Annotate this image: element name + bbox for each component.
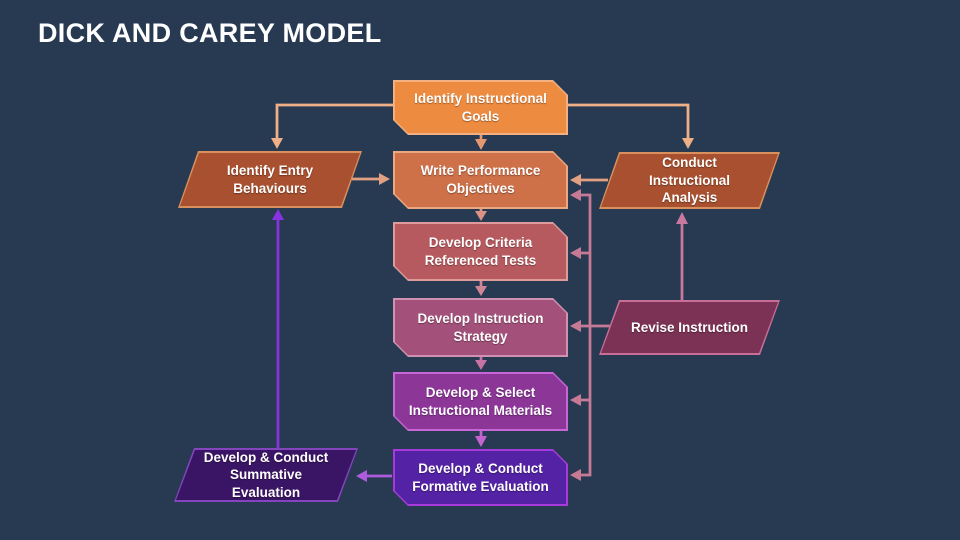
arrow-goals-to-objectives — [475, 135, 487, 150]
node-body: Identify Instructional Goals — [395, 82, 566, 133]
arrow-objectives-to-criteria — [475, 209, 487, 221]
node-develop-select-instructional-materials: Develop & Select Instructional Materials — [393, 372, 568, 431]
page-title: DICK AND CAREY MODEL — [38, 18, 382, 48]
node-develop-conduct-summative-evaluation: Develop & Conduct Summative Evaluation — [174, 448, 358, 502]
arrow-strategy-to-materials — [475, 357, 487, 370]
arrow-summative-to-entry — [272, 209, 284, 448]
arrow-entry-to-objectives — [352, 173, 390, 185]
node-body: Develop & Conduct Summative Evaluation — [176, 450, 356, 500]
arrow-goals-to-entry — [271, 103, 393, 149]
node-body: Develop Criteria Referenced Tests — [395, 224, 566, 279]
arrow-revise-to-analysis — [676, 212, 688, 300]
node-label: Identify Entry Behaviours — [226, 162, 314, 196]
node-label: Develop & Conduct Formative Evaluation — [412, 460, 549, 494]
node-label: Develop & Conduct Summative Evaluation — [203, 449, 329, 500]
node-develop-instruction-strategy: Develop Instruction Strategy — [393, 298, 568, 357]
node-label: Identify Instructional Goals — [414, 90, 547, 124]
node-label: Develop & Select Instructional Materials — [408, 384, 553, 418]
node-revise-instruction: Revise Instruction — [599, 300, 780, 355]
node-develop-conduct-formative-evaluation: Develop & Conduct Formative Evaluation — [393, 449, 568, 506]
node-label: Conduct Instructional Analysis — [648, 155, 730, 206]
arrow-materials-to-formative — [475, 431, 487, 447]
arrow-goals-to-analysis — [568, 103, 694, 149]
node-identify-entry-behaviours: Identify Entry Behaviours — [178, 151, 362, 208]
arrow-formative-to-summative — [356, 470, 392, 482]
node-develop-criteria-referenced-tests: Develop Criteria Referenced Tests — [393, 222, 568, 281]
node-conduct-instructional-analysis: Conduct Instructional Analysis — [599, 152, 780, 209]
node-body: Identify Entry Behaviours — [180, 153, 360, 206]
arrow-criteria-to-strategy — [475, 281, 487, 296]
node-write-performance-objectives: Write Performance Objectives — [393, 151, 568, 209]
node-label: Develop Instruction Strategy — [417, 310, 544, 344]
node-label: Develop Criteria Referenced Tests — [424, 234, 537, 268]
node-identify-instructional-goals: Identify Instructional Goals — [393, 80, 568, 135]
node-body: Conduct Instructional Analysis — [601, 154, 778, 207]
node-body: Develop Instruction Strategy — [395, 300, 566, 355]
arrow-revise-feedback-spine — [570, 189, 610, 481]
node-label: Revise Instruction — [630, 319, 749, 335]
node-body: Revise Instruction — [601, 302, 778, 353]
arrow-analysis-to-objectives — [570, 174, 608, 186]
node-body: Develop & Conduct Formative Evaluation — [395, 451, 566, 504]
node-body: Write Performance Objectives — [395, 153, 566, 207]
node-body: Develop & Select Instructional Materials — [395, 374, 566, 429]
node-label: Write Performance Objectives — [420, 163, 541, 196]
